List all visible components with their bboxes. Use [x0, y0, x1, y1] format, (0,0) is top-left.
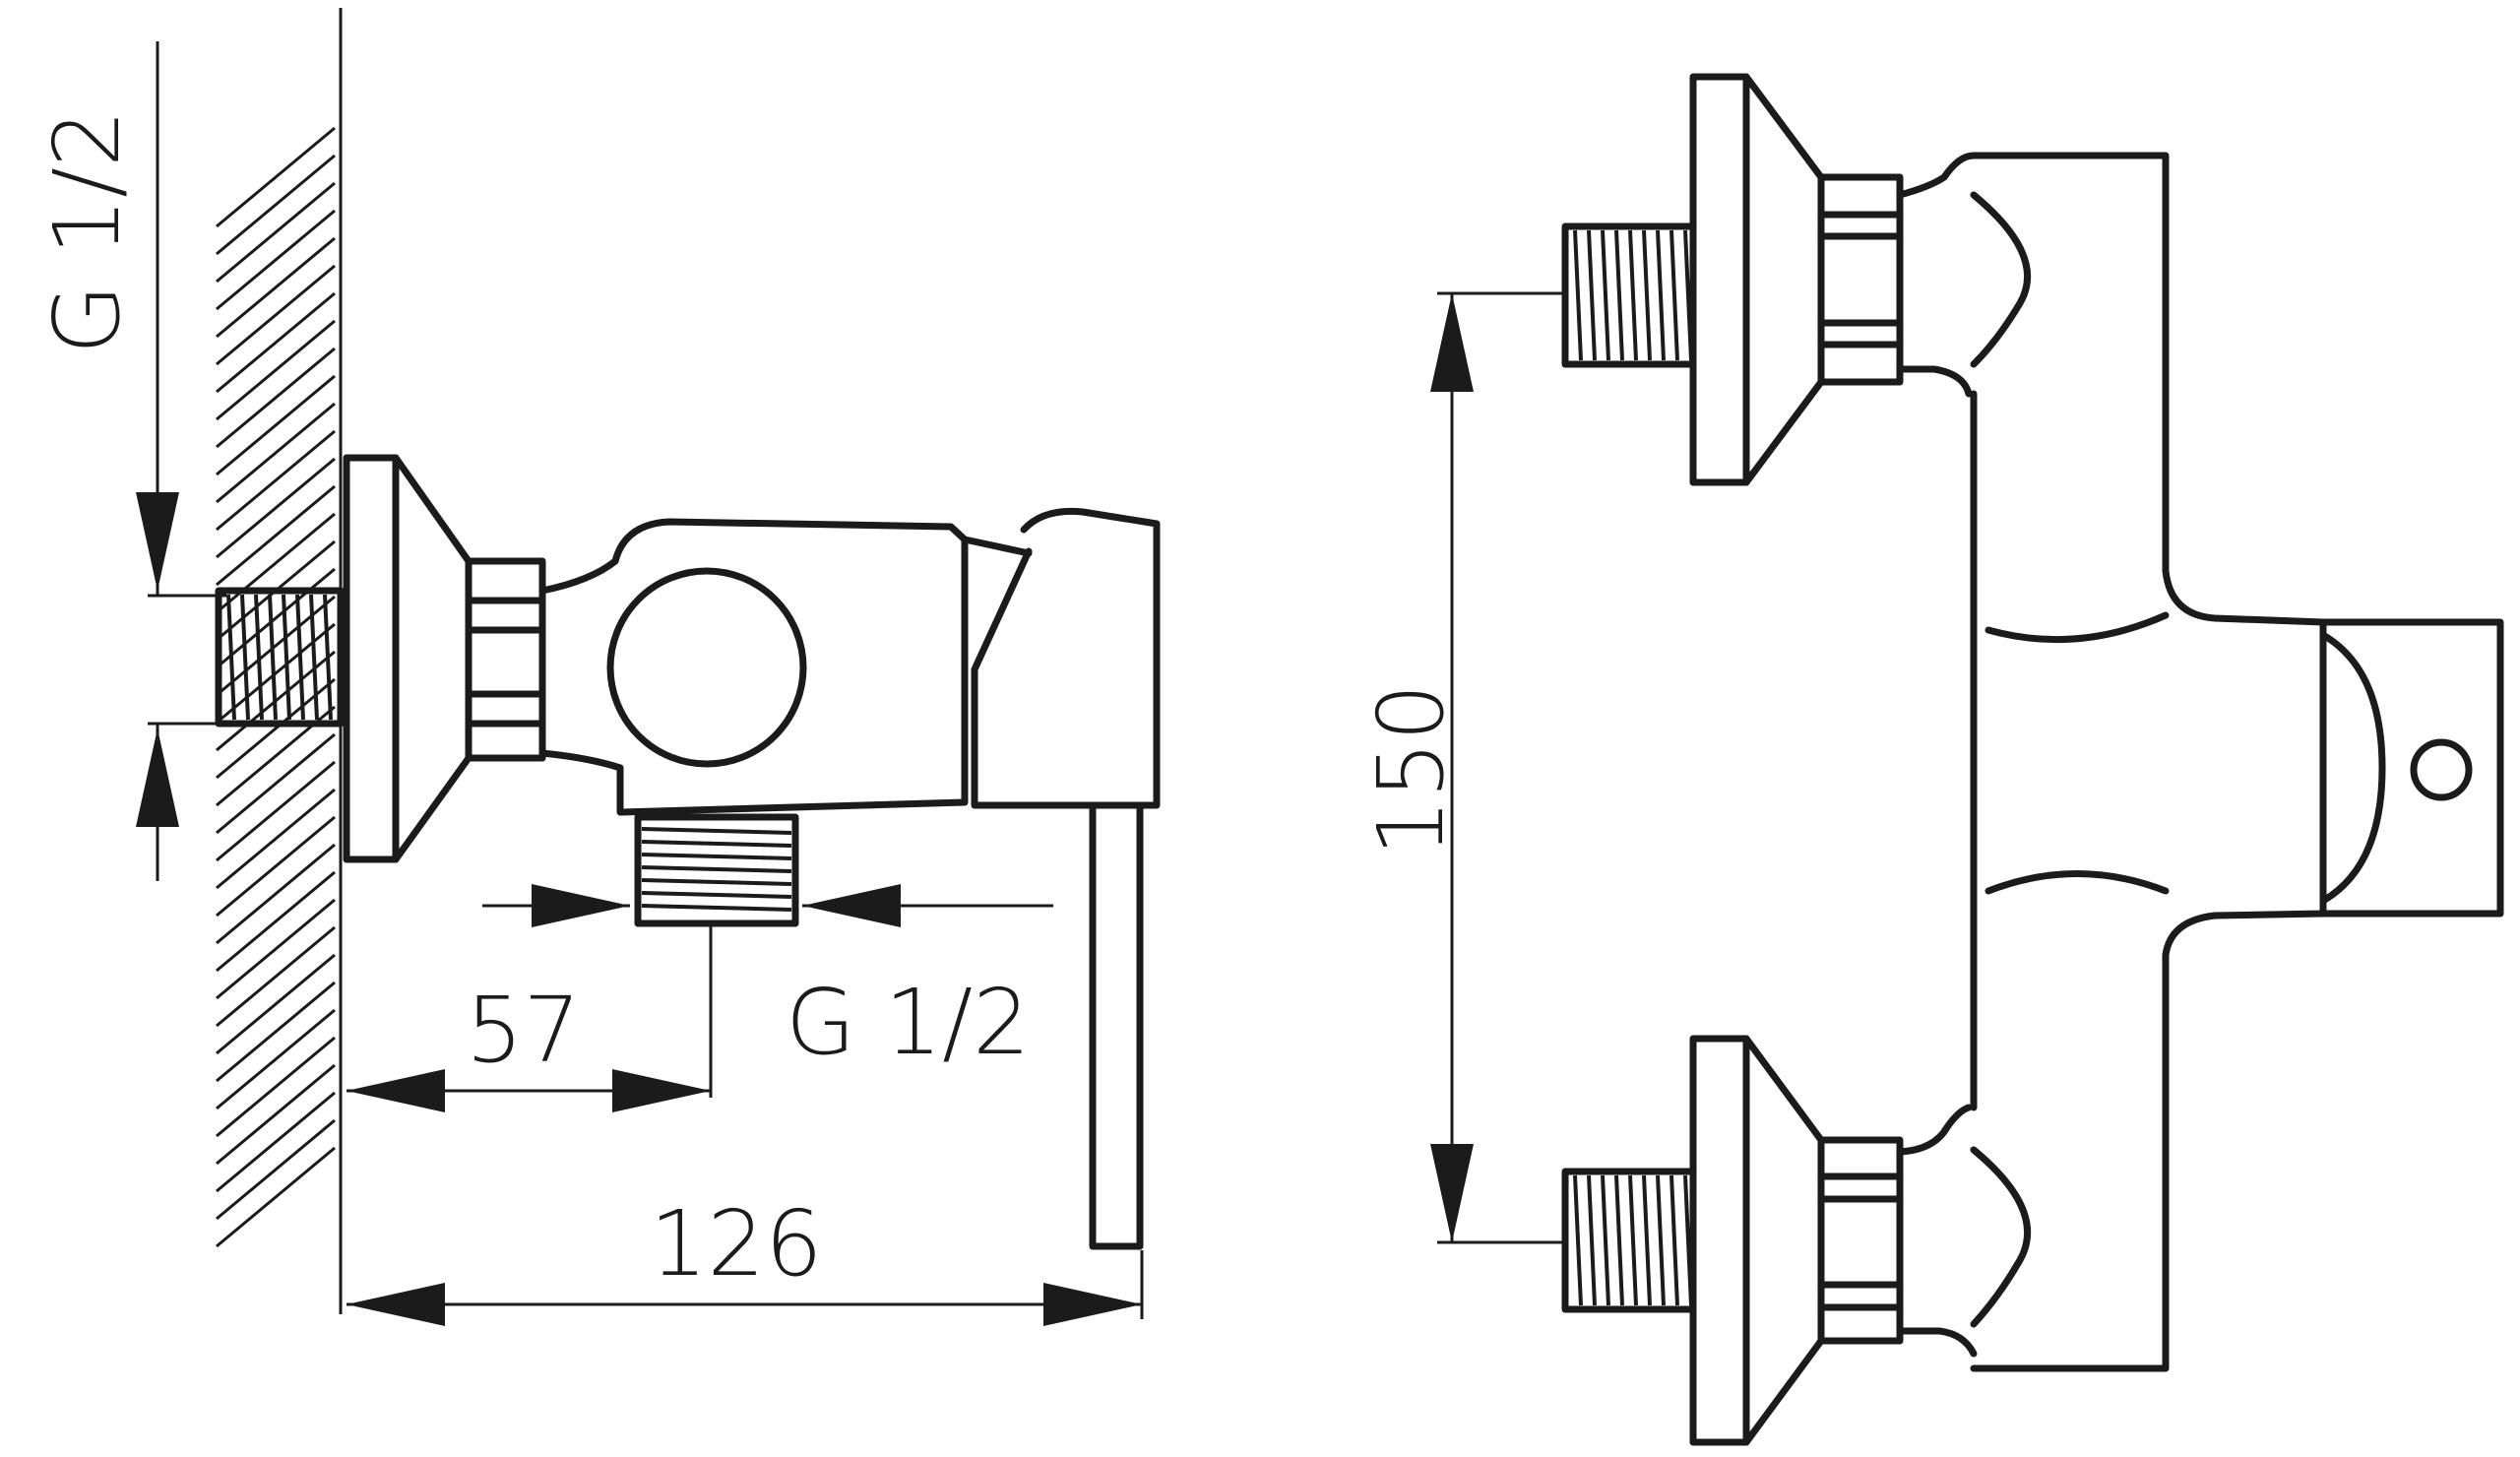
- hatch-line: [216, 374, 336, 476]
- hatch-line: [216, 898, 336, 1000]
- hatch-line: [216, 457, 336, 559]
- inlet-thread-dimension: [136, 41, 226, 881]
- thread-line: [641, 853, 792, 860]
- front-bottom-inlet: [1561, 1035, 2032, 1446]
- thread-line: [1614, 1174, 1624, 1306]
- thread-line: [1573, 229, 1583, 361]
- thread-line: [1670, 229, 1679, 361]
- thread-line: [1628, 1174, 1638, 1306]
- thread-line: [1587, 1174, 1597, 1306]
- hatch-line: [216, 567, 336, 669]
- thread-line: [1587, 229, 1597, 361]
- hatch-line: [216, 347, 336, 449]
- spacing-dimension-label: 150: [1358, 683, 1464, 856]
- hatch-line: [216, 429, 336, 532]
- front-faucet-body: [1970, 152, 2327, 1372]
- side-hex-nut: [465, 557, 624, 772]
- hatch-line: [216, 953, 336, 1055]
- thread-line: [1656, 1174, 1666, 1306]
- thread-line: [295, 594, 305, 721]
- hatch-line: [216, 209, 336, 311]
- hatch-line: [216, 788, 336, 890]
- thread-line: [641, 840, 792, 848]
- hatch-line: [216, 925, 336, 1028]
- outlet-thread-dimension: [482, 884, 1053, 1098]
- hatch-line: [216, 1146, 336, 1248]
- side-view: G 1/2 G 1/2 57 126: [34, 8, 1161, 1326]
- thread-line: [641, 891, 792, 899]
- thread-line: [226, 594, 236, 721]
- thread-line: [1628, 229, 1638, 361]
- thread-line: [1683, 1174, 1693, 1306]
- side-outlet-thread: [634, 813, 799, 927]
- thread-line: [1614, 229, 1624, 361]
- inlet-thread-label: G 1/2: [34, 109, 140, 354]
- hatch-line: [216, 815, 336, 918]
- offset-dimension-line: [346, 1069, 711, 1112]
- thread-line: [1642, 229, 1652, 361]
- hatch-line: [216, 319, 336, 421]
- hatch-line: [216, 1091, 336, 1193]
- thread-line: [1573, 1174, 1583, 1306]
- thread-line: [323, 594, 333, 721]
- front-top-inlet: [1561, 73, 2032, 486]
- thread-line: [641, 904, 792, 912]
- hatch-line: [216, 595, 336, 697]
- spacing-dimension-line: [1430, 291, 1565, 1244]
- thread-line: [1670, 1174, 1679, 1306]
- offset-dimension-label: 57: [466, 978, 581, 1083]
- front-view: 150: [1358, 73, 2504, 1446]
- hatch-line: [216, 760, 336, 862]
- thread-line: [240, 594, 250, 721]
- thread-line: [1683, 229, 1693, 361]
- hatch-line: [216, 264, 336, 366]
- hatch-line: [216, 1008, 336, 1110]
- thread-line: [1656, 229, 1666, 361]
- hatch-line: [216, 843, 336, 945]
- thread-line: [1642, 1174, 1652, 1306]
- thread-line: [282, 594, 291, 721]
- hatch-line: [216, 870, 336, 973]
- hatch-line: [216, 732, 336, 835]
- thread-line: [641, 827, 792, 835]
- outlet-thread-label: G 1/2: [786, 970, 1031, 1075]
- thread-line: [641, 865, 792, 873]
- hatch-line: [216, 512, 336, 614]
- hatch-line: [216, 402, 336, 504]
- depth-dimension-label: 126: [650, 1191, 823, 1297]
- hatch-line: [216, 1036, 336, 1138]
- front-lever-handle: [2319, 618, 2504, 918]
- thread-line: [1601, 1174, 1610, 1306]
- side-faucet-body: [606, 518, 1033, 816]
- hatch-line: [216, 291, 336, 394]
- thread-line: [309, 594, 319, 721]
- hatch-line: [216, 484, 336, 587]
- hatch-line: [216, 236, 336, 339]
- thread-line: [1601, 229, 1610, 361]
- hatch-line: [216, 1063, 336, 1166]
- hatch-line: [216, 154, 336, 256]
- hatch-line: [216, 181, 336, 284]
- side-escutcheon: [343, 454, 472, 863]
- hatch-line: [216, 126, 336, 228]
- thread-line: [254, 594, 264, 721]
- side-inlet-thread: [215, 587, 345, 728]
- hatch-line: [216, 1118, 336, 1221]
- thread-line: [268, 594, 278, 721]
- side-lever-handle: [971, 507, 1161, 1250]
- thread-line: [641, 878, 792, 886]
- hatch-line: [216, 981, 336, 1083]
- depth-dimension-line: [346, 1250, 1144, 1326]
